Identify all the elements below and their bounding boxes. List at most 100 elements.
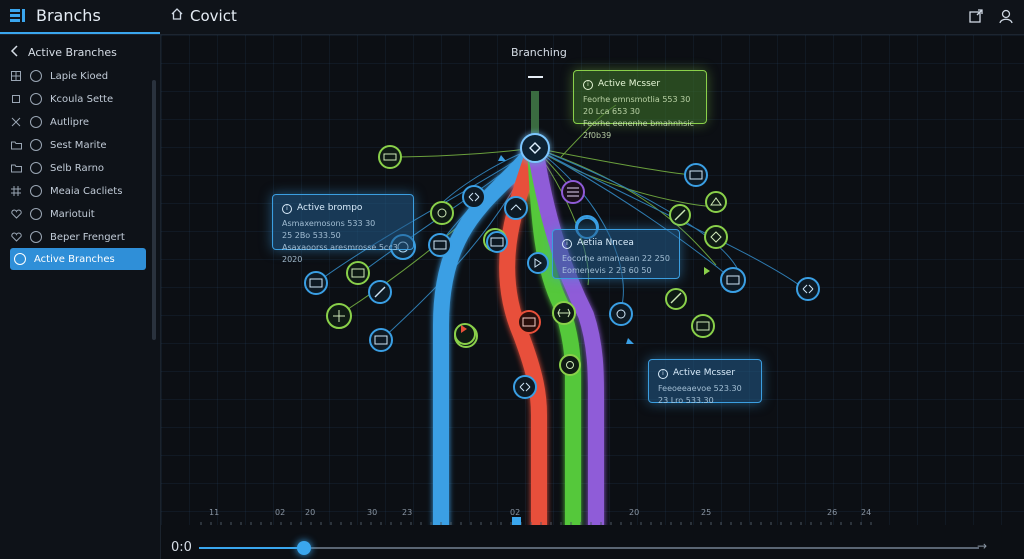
branch-canvas[interactable]: Branching [161,35,1024,559]
sidebar-back-row[interactable]: Active Branches [10,45,117,60]
commit-node[interactable] [517,310,541,334]
commit-node[interactable] [561,180,585,204]
commit-node[interactable] [691,314,715,338]
info-icon: i [562,238,572,249]
arrow-marker [498,155,506,161]
card-title: Active Mcsser [673,368,736,378]
card-line: Asaxaoorss aresmrosse 5cc3 2020 [282,242,398,264]
sidebar-item-beper-frengert[interactable]: Beper Frengert [10,226,146,248]
commit-node[interactable] [368,280,392,304]
commit-node[interactable] [346,261,370,285]
arrow-right-icon[interactable]: → [977,539,988,553]
branch-graph [200,76,872,525]
timeline-playhead[interactable] [512,517,521,525]
home-icon [170,7,184,25]
circle-icon [30,70,42,82]
commit-node[interactable] [527,252,549,274]
info-card-center[interactable]: i Aetiia Nncea Eocorhe amaneaan 22 250 Eo… [552,229,680,279]
sidebar-item-label: Kcoula Sette [50,93,114,105]
sidebar-item-selb-rarno[interactable]: Selb Rarno [10,157,146,179]
info-icon: i [282,203,292,214]
card-line: 20 Lca 653 30 [583,106,641,116]
chevron-left-icon [10,45,20,60]
commit-node[interactable] [486,231,508,253]
circle-icon [30,185,42,197]
top-bar: Branchs Covict [0,0,1024,35]
sidebar-item-label: Lapie Kioed [50,70,109,82]
sidebar-item-lapie-kioed[interactable]: Lapie Kioed [10,65,146,87]
trunk-stub [531,91,539,146]
arrow-marker [704,267,710,275]
commit-node[interactable] [669,204,691,226]
new-window-icon[interactable] [968,8,984,28]
commit-node[interactable] [369,328,393,352]
sidebar-back-label: Active Branches [28,46,117,59]
timeline-tick-marks [200,522,872,525]
card-title: Active Mcsser [598,79,661,89]
sidebar-item-label: Selb Rarno [50,162,105,174]
commit-node[interactable] [704,225,728,249]
card-title: Aetiia Nncea [577,238,634,248]
root-node[interactable] [520,133,550,163]
sidebar-item-sest-marite[interactable]: Sest Marite [10,134,146,156]
timeline-tick-label: 20 [305,508,316,517]
commit-node[interactable] [462,185,486,209]
sidebar-item-meaia-cacliets[interactable]: Meaia Cacliets [10,180,146,202]
commit-node[interactable] [428,233,452,257]
commit-node[interactable] [326,303,352,329]
folder-icon [10,162,22,174]
timeline-tick-label: 25 [701,508,712,517]
frame-icon [10,93,22,105]
sidebar: Active Branches Lapie Kioed Kcoula Sette… [0,35,161,559]
commit-node[interactable] [609,302,633,326]
info-icon: i [583,79,593,90]
circle-icon [30,116,42,128]
card-line: Feorhe eenenhe bmahnhsic 2f0b39 [583,118,694,140]
commit-node[interactable] [705,191,727,213]
timeline-tick-label: 30 [367,508,378,517]
circle-icon [30,231,42,243]
circle-icon [30,93,42,105]
sidebar-item-autlipre[interactable]: Autlipre [10,111,146,133]
timeline-tick-label: 02 [275,508,286,517]
document-title-text: Covict [190,7,237,25]
commit-node[interactable] [513,375,537,399]
timeline-tick-label: 26 [827,508,838,517]
commit-node[interactable] [304,271,328,295]
commit-node[interactable] [796,277,820,301]
commit-node[interactable] [720,267,746,293]
commit-node[interactable] [378,145,402,169]
document-title[interactable]: Covict [170,7,237,25]
scrubber-track[interactable] [199,547,979,549]
sidebar-item-label: Beper Frengert [50,231,125,243]
commit-node[interactable] [430,201,454,225]
sidebar-item-mariotuit[interactable]: Mariotuit [10,203,146,225]
active-tab-indicator [0,32,160,34]
card-line: Eocorhe amaneaan 22 250 [562,253,670,263]
commit-node[interactable] [552,301,576,325]
card-title: Active brompo [297,203,363,213]
sidebar-scrollbar[interactable] [152,80,156,340]
scrubber-thumb[interactable] [297,541,312,555]
commit-node[interactable] [665,288,687,310]
circle-icon [14,253,26,265]
heart-icon [10,208,22,220]
grid-icon [10,185,22,197]
arrow-marker [626,338,634,344]
card-line: Feorhe emnsmotlia 553 30 [583,94,691,104]
commit-nodes [304,145,820,399]
user-icon[interactable] [998,8,1014,28]
sidebar-item-active-branches[interactable]: Active Branches [10,248,146,270]
commit-node[interactable] [684,163,708,187]
card-line: Asmaxemosons 533 30 [282,218,376,228]
commit-node[interactable] [559,354,581,376]
card-line: Feeoeeaevoe 523.30 [658,383,742,393]
commit-node[interactable] [504,196,528,220]
commit-node[interactable] [454,323,476,345]
sidebar-item-kcoula-sette[interactable]: Kcoula Sette [10,88,146,110]
card-line: Eomenevis 2 23 60 50 [562,265,652,275]
timeline-tick-label: 24 [861,508,872,517]
